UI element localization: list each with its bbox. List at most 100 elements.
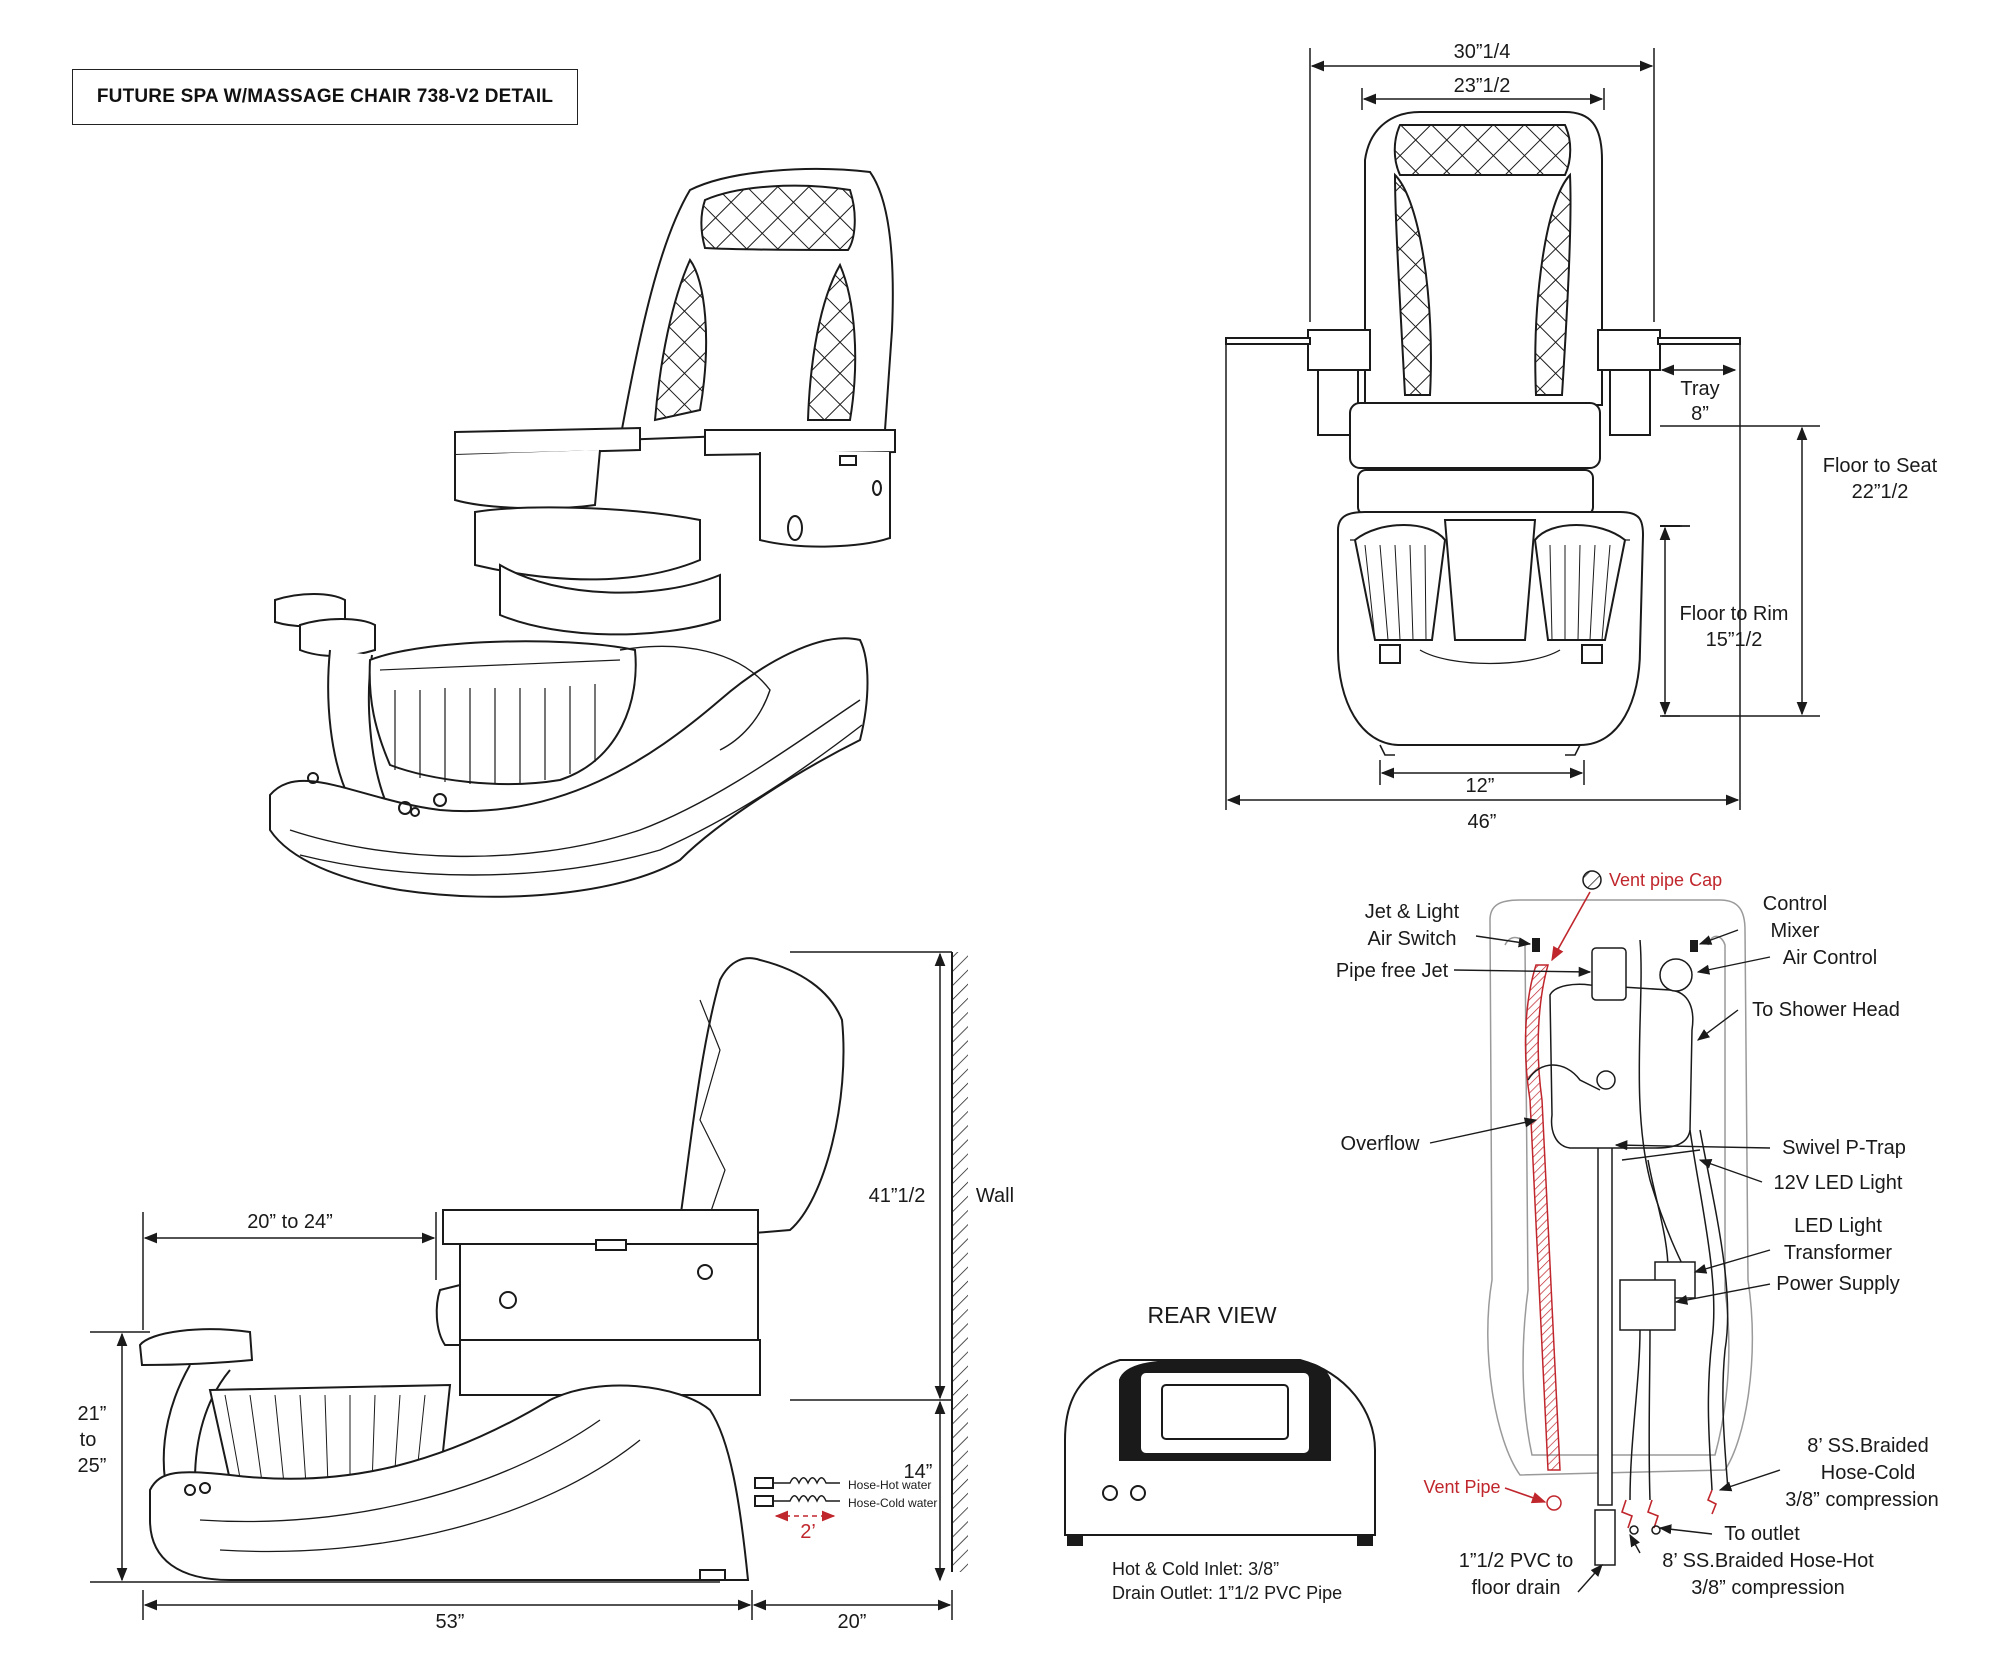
label-hose-hot-1: 8’ SS.Braided Hose-Hot	[1662, 1550, 1874, 1572]
label-pipe-free-jet: Pipe free Jet	[1336, 960, 1449, 982]
front-back-left-pad	[1393, 172, 1432, 396]
label-hose-cold-3: 3/8” compression	[1785, 1489, 1938, 1511]
front-dim-labels: 30”1/4 23”1/2 Tray 8” Floor to Seat 22”1…	[1454, 41, 1938, 833]
iso-base	[269, 637, 869, 898]
label-hose-cold-1: 8’ SS.Braided	[1807, 1435, 1929, 1457]
dim-floor-seat-value: 22”1/2	[1852, 481, 1909, 503]
label-pvc-2: floor drain	[1472, 1577, 1561, 1599]
front-back-right-pad	[1534, 172, 1572, 396]
front-seat-base	[1357, 469, 1594, 516]
plumbing-labels: Vent pipe Cap Jet & Light Air Switch Pip…	[1336, 870, 1939, 1599]
dim-width-outer: 30”1/4	[1454, 41, 1511, 63]
iso-seat-base	[499, 563, 721, 636]
front-seat-cushion	[1349, 402, 1601, 469]
dim-tray-value: 8”	[1691, 403, 1709, 425]
rear-drain-note: Drain Outlet: 1”1/2 PVC Pipe	[1112, 1583, 1342, 1603]
front-right-tray	[1657, 337, 1741, 345]
front-left-armrest	[1307, 329, 1371, 371]
side-seat	[435, 1283, 461, 1346]
dim-hose-height: 14”	[904, 1461, 933, 1483]
front-basin-right	[1533, 524, 1627, 641]
iso-left-armrest	[454, 426, 641, 457]
side-armrest	[442, 1209, 759, 1245]
side-base	[149, 1384, 750, 1581]
side-dimensions	[90, 951, 953, 1620]
label-overflow: Overflow	[1341, 1133, 1420, 1155]
dim-footrest-h-mid: to	[80, 1429, 97, 1451]
vent-pipe	[1524, 964, 1561, 1471]
dim-floor-seat-label: Floor to Seat	[1823, 455, 1938, 477]
pump-body	[1549, 983, 1694, 1149]
dim-base-width: 12”	[1466, 775, 1495, 797]
label-led-transformer-2: Transformer	[1784, 1242, 1893, 1264]
iso-right-armrest	[704, 429, 896, 457]
label-hose-hot-2: 3/8” compression	[1691, 1577, 1844, 1599]
iso-footrest-right	[299, 618, 376, 657]
wall-label: Wall	[976, 1185, 1014, 1207]
dim-tray-label: Tray	[1680, 378, 1719, 400]
dim-clearance: 20”	[838, 1611, 867, 1633]
dim-footrest-range: 20” to 24”	[247, 1211, 333, 1233]
label-led-transformer-1: LED Light	[1794, 1215, 1882, 1237]
label-to-outlet: To outlet	[1724, 1523, 1800, 1545]
front-basin-left	[1353, 524, 1447, 641]
mixer-icon	[1690, 940, 1698, 952]
label-p-trap: Swivel P-Trap	[1782, 1137, 1906, 1159]
sheet-title: FUTURE SPA W/MASSAGE CHAIR 738-V2 DETAIL	[72, 69, 578, 125]
rear-inlet-hot	[1102, 1485, 1118, 1501]
label-vent-pipe-cap: Vent pipe Cap	[1609, 870, 1722, 890]
air-switch-icon	[1532, 938, 1540, 952]
label-mixer: Mixer	[1771, 920, 1820, 942]
plumbing-view	[1487, 870, 1754, 1566]
label-jet-light-1: Jet & Light	[1365, 901, 1460, 923]
label-jet-light-2: Air Switch	[1368, 928, 1457, 950]
iso-back-right-pad	[806, 262, 857, 421]
control-knob	[1659, 958, 1693, 992]
rear-view	[1064, 1359, 1376, 1546]
pipe-free-jet	[1591, 947, 1627, 1001]
label-shower-head: To Shower Head	[1752, 999, 1900, 1021]
side-footrest	[138, 1328, 254, 1367]
dim-footrest-h-top: 21”	[78, 1403, 107, 1425]
label-power-supply: Power Supply	[1776, 1273, 1899, 1295]
plumbing-leaders	[1429, 929, 1781, 1593]
side-view	[138, 952, 968, 1581]
rear-labels: REAR VIEW Hot & Cold Inlet: 3/8” Drain O…	[1112, 1302, 1342, 1603]
iso-back-left-pad	[653, 258, 708, 422]
dim-floor-rim-label: Floor to Rim	[1680, 603, 1789, 625]
front-left-tray	[1225, 337, 1311, 345]
rear-inlet-note: Hot & Cold Inlet: 3/8”	[1112, 1559, 1279, 1579]
label-air-control: Air Control	[1783, 947, 1877, 969]
plumbing-red-leaders	[1504, 891, 1591, 1504]
front-footrest-post	[1443, 519, 1537, 641]
power-supply	[1619, 1279, 1676, 1331]
rear-inlet-cold	[1130, 1485, 1146, 1501]
iso-left-arm-side	[454, 449, 601, 510]
front-right-armrest	[1597, 329, 1661, 371]
label-vent-pipe: Vent Pipe	[1423, 1477, 1500, 1497]
iso-basin	[368, 640, 637, 786]
hose-cold-label: Hose-Cold water	[848, 1496, 937, 1510]
iso-headrest	[700, 184, 856, 252]
iso-basin-liner	[379, 659, 621, 784]
dim-overall-width: 46”	[1468, 811, 1497, 833]
side-backrest	[678, 957, 845, 1237]
dim-width-inner: 23”1/2	[1454, 75, 1511, 97]
rear-view-title: REAR VIEW	[1147, 1302, 1276, 1328]
front-dimensions	[1225, 48, 1820, 810]
basin-outline	[1487, 899, 1754, 1476]
label-pvc-1: 1”1/2 PVC to	[1459, 1550, 1574, 1572]
dim-chair-height: 41”1/2	[869, 1185, 926, 1207]
dim-hose-length: 2’	[800, 1521, 816, 1543]
side-arm-button	[499, 1291, 517, 1309]
isometric-view	[269, 168, 896, 898]
iso-right-arm-side	[759, 452, 891, 548]
side-dim-labels: 20” to 24” 41”1/2 Wall 21” to 25” 14” Ho…	[78, 1185, 1015, 1633]
front-headrest	[1393, 124, 1572, 176]
iso-seat-cushion	[474, 506, 701, 581]
label-control: Control	[1763, 893, 1827, 915]
label-hose-cold-2: Hose-Cold	[1821, 1462, 1915, 1484]
label-led-light: 12V LED Light	[1774, 1172, 1903, 1194]
